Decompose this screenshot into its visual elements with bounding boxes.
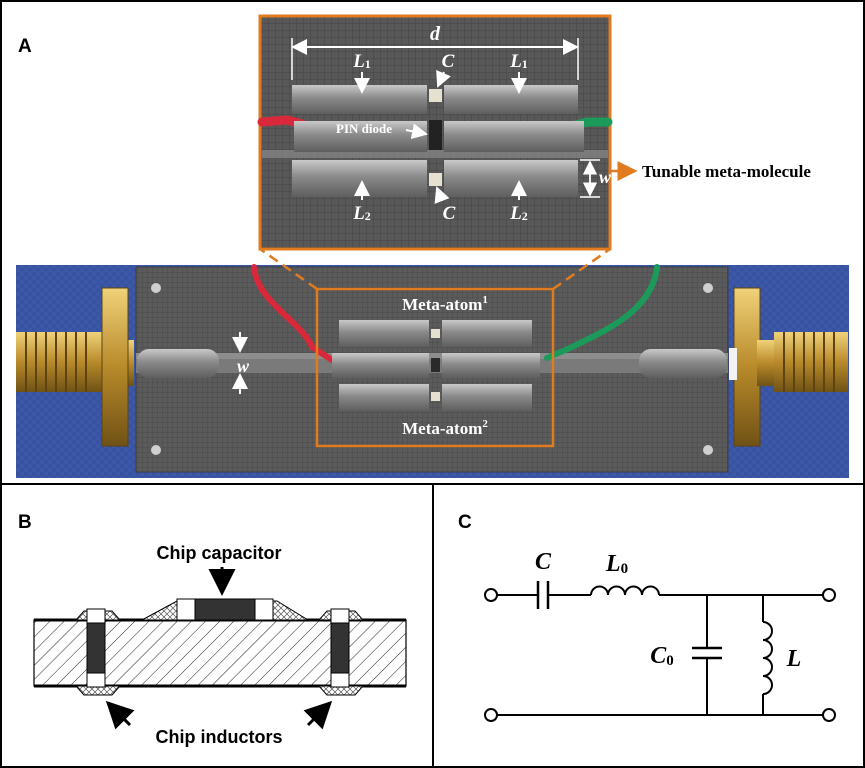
- right-sma-connector: [729, 287, 848, 447]
- inset-d-dimension: d: [291, 23, 579, 80]
- right-inductor-arrow: [303, 700, 333, 730]
- equivalent-circuit: [497, 581, 823, 716]
- panel-b: B Chip capacitor: [0, 483, 434, 768]
- panel-a: Meta-atom1 Meta-atom2 w: [0, 0, 865, 485]
- panel-c: C: [432, 483, 865, 768]
- board-width-label: w: [237, 356, 250, 376]
- green-wire: [544, 264, 660, 361]
- panel-a-label: A: [18, 36, 32, 57]
- inset-l1-right-label: L1: [509, 51, 528, 72]
- board-highlight-box: [315, 287, 555, 448]
- left-sma-connector: [16, 287, 134, 447]
- inset-width-marker: w: [580, 159, 612, 198]
- callout-label: Tunable meta-molecule: [642, 162, 811, 181]
- panel-a-figure: Meta-atom1 Meta-atom2 w: [16, 14, 849, 478]
- left-solder-pad: [137, 349, 219, 378]
- panel-b-figure: B Chip capacitor: [18, 512, 407, 747]
- red-wire: [251, 264, 335, 363]
- panel-c-label: C: [458, 512, 472, 533]
- right-solder-pad: [639, 349, 727, 378]
- inset-width-label: w: [599, 167, 612, 187]
- inset-l2-right-label: L2: [509, 203, 528, 224]
- inset-c-bottom-label: C: [443, 203, 456, 224]
- shunt-inductor-label: L: [786, 646, 802, 672]
- inset-meta-molecule: [292, 85, 584, 197]
- inset-pin-diode-label: PIN diode: [336, 121, 392, 136]
- mounting-holes: [151, 283, 713, 455]
- chip-capacitor-label: Chip capacitor: [156, 543, 281, 563]
- board-width-marker: w: [232, 332, 250, 394]
- inset-l2-left-label: L2: [352, 203, 371, 224]
- inset-l1-left-label: L1: [352, 51, 371, 72]
- right-chip-inductor: [317, 608, 365, 696]
- panel-c-figure: C: [458, 512, 836, 722]
- meta-atom-top-label: Meta-atom1: [402, 294, 488, 314]
- panel-b-label: B: [18, 512, 32, 533]
- series-capacitor-label: C: [535, 549, 552, 575]
- circuit-terminals: [484, 588, 836, 722]
- chip-capacitor: [176, 598, 274, 621]
- zoom-line-left: [259, 247, 318, 291]
- inset-d-label: d: [430, 23, 441, 45]
- series-inductor-label: L0: [605, 551, 628, 577]
- chip-inductors-label: Chip inductors: [156, 727, 283, 747]
- board-meta-molecule: [332, 320, 540, 411]
- shunt-capacitor-label: C0: [650, 643, 674, 669]
- left-inductor-arrow: [105, 700, 135, 730]
- inset-c-top-label: C: [442, 51, 455, 72]
- zoom-line-right: [552, 247, 611, 291]
- left-chip-inductor: [74, 608, 122, 696]
- meta-atom-bottom-label: Meta-atom2: [402, 418, 488, 438]
